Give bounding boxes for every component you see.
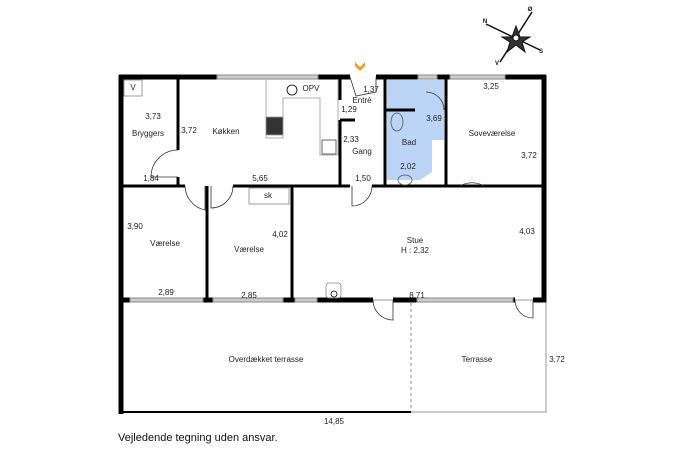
- vaerelse2-dim-a: 4,02: [272, 230, 288, 239]
- bryggers-dim-a: 3,73: [145, 112, 161, 121]
- entrance-arrow-icon: [355, 62, 365, 71]
- stue-dim-a: 4,03: [519, 227, 535, 236]
- kitchen-fixtures: [123, 79, 413, 299]
- sovevaerelse-dim-b: 3,72: [521, 151, 537, 160]
- compass-rose-icon: [485, 11, 541, 63]
- bryggers-fixture: V: [130, 83, 136, 92]
- kitchen-fixture: OPV: [302, 84, 320, 93]
- terrasse-label: Terrasse: [461, 355, 493, 364]
- vaerelse2-fixture: sk: [264, 191, 272, 200]
- stue-label: Stue: [406, 236, 424, 245]
- vaerelse1-dim-a: 3,90: [127, 222, 143, 231]
- kitchen-dim-a: 3,72: [181, 126, 197, 135]
- bryggers-dim-b: 1,84: [143, 174, 159, 183]
- entre-dim-b: 1,29: [341, 105, 357, 114]
- doors: [150, 76, 534, 321]
- stue-height: H : 2,32: [400, 246, 430, 255]
- walls: [118, 74, 547, 414]
- compass-west: V: [494, 61, 500, 67]
- vaerelse1-dim-b: 2,89: [158, 288, 174, 297]
- vaerelse1-label: Værelse: [150, 239, 180, 248]
- bad-label: Bad: [401, 138, 417, 147]
- kitchen-dim-b: 5,65: [252, 174, 268, 183]
- total-width: 14,85: [323, 417, 345, 426]
- sovevaerelse-dim-a: 3,25: [483, 82, 499, 91]
- gang-dim-a: 2,33: [343, 135, 359, 144]
- disclaimer-caption: Vejledende tegning uden ansvar.: [118, 432, 278, 444]
- terrasse-dim-a: 3,72: [549, 355, 565, 364]
- bad-dim-a: 3,69: [426, 114, 442, 123]
- bryggers-label: Bryggers: [131, 129, 165, 138]
- compass-east: Ø: [527, 7, 533, 13]
- compass-north: N: [482, 19, 488, 25]
- windows: [129, 74, 514, 303]
- gang-label: Gang: [352, 147, 372, 156]
- bathroom-area: [387, 80, 444, 180]
- entre-label: Entré: [352, 96, 372, 105]
- compass-south: S: [538, 49, 544, 55]
- kitchen-label: Køkken: [212, 127, 240, 136]
- vaerelse2-dim-b: 2,85: [241, 291, 257, 300]
- vaerelse2-label: Værelse: [234, 245, 264, 254]
- overdaekket-terrasse-label: Overdækket terrasse: [228, 355, 304, 364]
- gang-dim-b: 1,50: [355, 174, 371, 183]
- stue-dim-b: 8,71: [409, 291, 425, 300]
- entre-dim-a: 1,37: [363, 85, 379, 94]
- bad-dim-b: 2,02: [400, 162, 416, 171]
- sovevaerelse-label: Soveværelse: [468, 129, 516, 138]
